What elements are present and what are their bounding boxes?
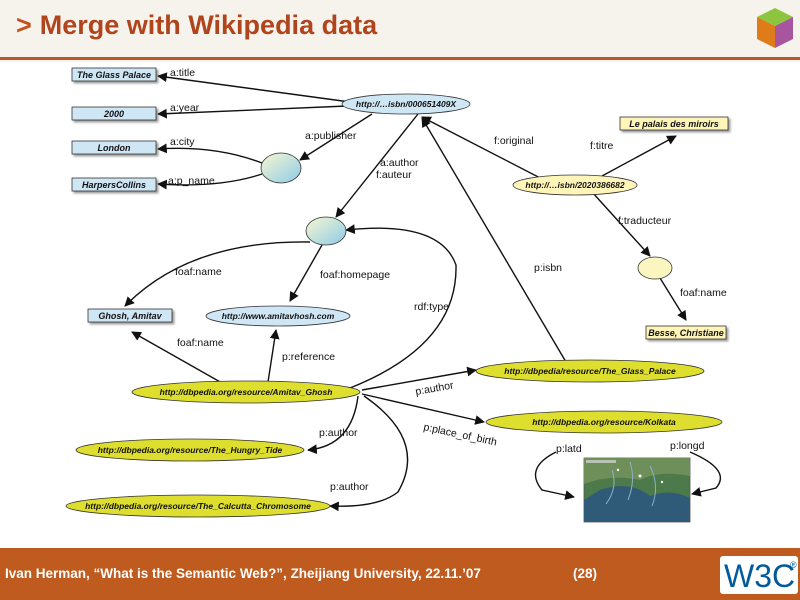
slide-title: >Merge with Wikipedia data (16, 10, 377, 41)
w3c-logo-registered: ® (790, 560, 797, 570)
dbpedia-hungry-tide-label: http://dbpedia.org/resource/The_Hungry_T… (98, 445, 283, 455)
resource-isbn-fr-label: http://…isbn/2020386682 (525, 180, 624, 190)
label-rdf-type: rdf:type (414, 301, 449, 313)
edge-p-isbn (421, 117, 567, 363)
author-blank-node (305, 216, 347, 246)
w3c-logo-mark: W3C ® (724, 558, 797, 594)
label-f-auteur: f:auteur (376, 169, 412, 181)
edges (124, 72, 722, 512)
dbpedia-ghosh-label: http://dbpedia.org/resource/Amitav_Ghosh (160, 387, 333, 397)
dbpedia-hungry-tide (75, 438, 305, 462)
resource-isbn-fr (512, 174, 638, 196)
resource-isbn-en (341, 93, 471, 115)
label-f-traducteur: f:traducteur (618, 215, 672, 227)
semantic-web-cube-icon (757, 8, 793, 48)
literal-harpers: HarpersCollins (82, 180, 146, 190)
literal-besse: Besse, Christiane (648, 328, 724, 338)
edge-a-title (157, 72, 351, 103)
label-p-isbn: p:isbn (534, 262, 562, 274)
label-f-titre: f:titre (590, 140, 613, 152)
edge-foaf-name-ghosh (124, 241, 311, 307)
label-p-author-glass: p:author (414, 379, 455, 398)
edge-p-latd (534, 451, 575, 500)
literal-box-ghosh (87, 308, 173, 323)
label-f-original: f:original (494, 135, 534, 147)
edge-rdf-type (345, 224, 457, 389)
literal-palais: Le palais des miroirs (629, 119, 719, 129)
title-text: Merge with Wikipedia data (39, 10, 378, 40)
publisher-blank-node (260, 152, 302, 184)
dbpedia-ghosh (131, 380, 361, 404)
slide-footer: Ivan Herman, “What is the Semantic Web?”… (0, 548, 800, 600)
dbpedia-kolkata (485, 410, 723, 434)
dbpedia-calcutta-chromosome-label: http://dbpedia.org/resource/The_Calcutta… (85, 501, 311, 511)
rdf-graph-diagram: a:title a:year a:city a:p_name a:publish… (65, 67, 729, 523)
edge-a-publisher (299, 113, 373, 161)
header-divider (0, 57, 800, 60)
kolkata-map-image (583, 457, 691, 523)
edge-f-original (421, 116, 549, 183)
edge-p-place-of-birth (361, 393, 485, 425)
w3c-logo-text: W3C (724, 558, 795, 594)
edge-a-author (335, 113, 419, 218)
resource-homepage-label: http://www.amitavhosh.com (222, 311, 335, 321)
dbpedia-kolkata-label: http://dbpedia.org/resource/Kolkata (532, 417, 676, 427)
label-p-place-of-birth: p:place_of_birth (422, 421, 498, 448)
resource-homepage (205, 305, 351, 327)
label-a-year: a:year (170, 102, 200, 114)
label-p-reference: p:reference (282, 351, 335, 363)
edge-p-reference (267, 329, 280, 383)
label-a-city: a:city (170, 136, 195, 148)
edge-p-author-hungry (307, 395, 359, 455)
title-chevron: > (16, 10, 32, 40)
edge-foaf-name-dbghosh (131, 331, 223, 384)
label-foaf-name-dbghosh: foaf:name (177, 337, 224, 349)
w3c-logo: W3C ® (720, 556, 798, 594)
dbpedia-glass-palace (475, 359, 705, 383)
literal-box-glass-palace (71, 67, 157, 82)
edge-a-city (157, 143, 263, 164)
edge-f-traducteur (591, 191, 651, 257)
label-p-author-hungry: p:author (319, 427, 358, 439)
literal-london: London (98, 143, 131, 153)
edge-p-author-glass (361, 366, 477, 391)
edge-foaf-homepage (289, 244, 323, 302)
literal-box-besse (645, 325, 727, 340)
literal-glass-palace: The Glass Palace (77, 70, 151, 80)
edge-f-titre (601, 135, 677, 177)
literal-box-palais (619, 116, 729, 131)
label-foaf-name-ghosh: foaf:name (175, 266, 222, 278)
label-p-longd: p:longd (670, 440, 705, 452)
literal-box-year (71, 106, 157, 121)
label-p-author-calcutta: p:author (330, 481, 369, 493)
resource-isbn-en-label: http://…isbn/000651409X (356, 99, 457, 109)
label-foaf-name-besse: foaf:name (680, 287, 727, 299)
translator-blank-node (637, 256, 673, 280)
label-a-pname: a:p_name (168, 175, 215, 187)
label-foaf-homepage: foaf:homepage (320, 269, 390, 281)
literal-year: 2000 (103, 109, 124, 119)
literal-box-london (71, 140, 157, 155)
edge-foaf-name-besse (659, 277, 687, 321)
edge-a-pname (157, 173, 263, 190)
edge-a-year (157, 105, 348, 119)
page-number: (28) (573, 566, 598, 581)
edge-p-longd (689, 451, 722, 497)
dbpedia-calcutta-chromosome (65, 494, 331, 518)
dbpedia-glass-palace-label: http://dbpedia/resource/The_Glass_Palace (504, 366, 676, 376)
label-a-author: a:author (380, 157, 419, 169)
literal-ghosh: Ghosh, Amitav (98, 311, 162, 321)
label-a-publisher: a:publisher (305, 130, 357, 142)
slide-header (0, 0, 800, 62)
label-a-title: a:title (170, 67, 195, 79)
footer-credit: Ivan Herman, “What is the Semantic Web?”… (5, 566, 481, 581)
label-p-latd: p:latd (556, 443, 582, 455)
edge-p-author-calcutta (329, 395, 409, 512)
literal-box-harpers (71, 177, 157, 192)
